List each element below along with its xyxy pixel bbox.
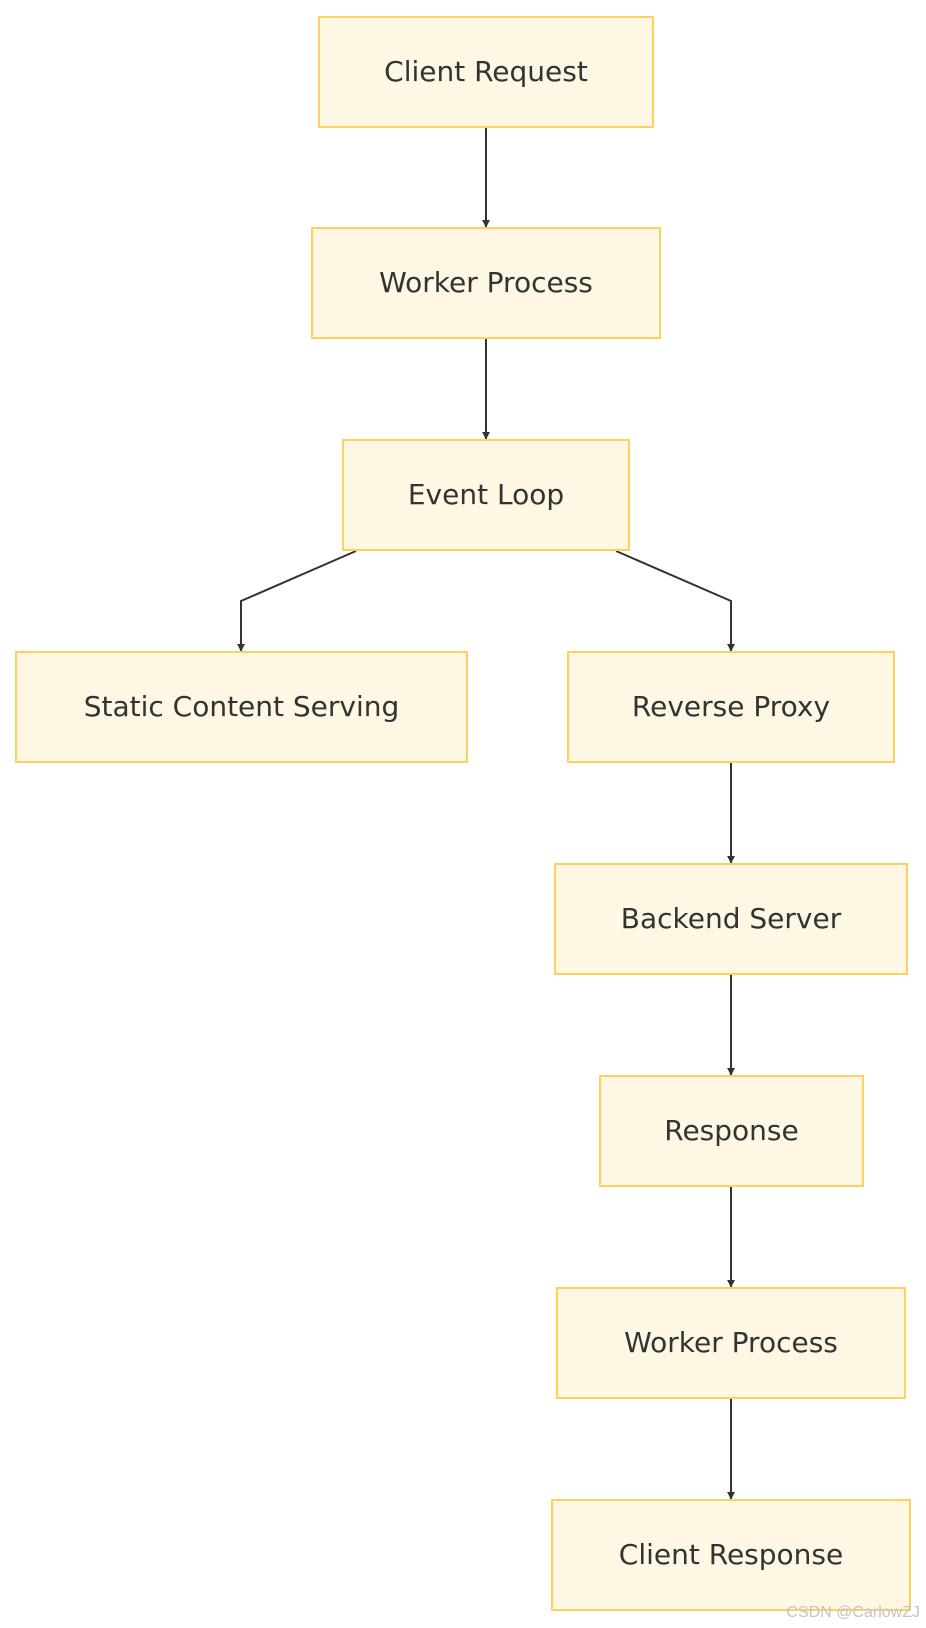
node-label: Worker Process — [379, 266, 593, 299]
node-label: Worker Process — [624, 1326, 838, 1359]
edge-event-loop-to-static-content — [237, 550, 357, 652]
watermark: CSDN @CarlowZJ — [786, 1604, 920, 1621]
node-label: Backend Server — [620, 902, 842, 935]
edge-event-loop-to-reverse-proxy — [615, 550, 735, 652]
node-label: Client Request — [384, 55, 588, 88]
node-label: Event Loop — [407, 478, 565, 511]
node-event-loop: Event Loop — [342, 439, 630, 551]
node-static-content-serving: Static Content Serving — [15, 651, 468, 763]
node-label: Static Content Serving — [83, 690, 400, 723]
node-reverse-proxy: Reverse Proxy — [567, 651, 895, 763]
node-label: Response — [664, 1114, 799, 1147]
node-client-request: Client Request — [318, 16, 654, 128]
node-label: Reverse Proxy — [631, 690, 831, 723]
node-worker-process-return: Worker Process — [556, 1287, 906, 1399]
node-backend-server: Backend Server — [554, 863, 908, 975]
node-worker-process: Worker Process — [311, 227, 661, 339]
node-response: Response — [599, 1075, 864, 1187]
node-label: Client Response — [618, 1538, 844, 1571]
node-client-response: Client Response — [551, 1499, 911, 1611]
